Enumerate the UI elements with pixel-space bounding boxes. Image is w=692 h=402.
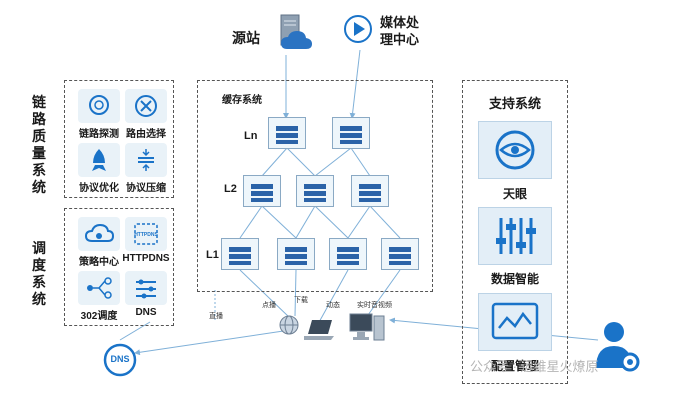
trend-chart-icon xyxy=(491,302,539,340)
cache-node-l2-2 xyxy=(296,175,334,207)
sky-eye-tile xyxy=(478,121,552,179)
httpdns-tile-text: HTTPDNS xyxy=(134,232,158,238)
cache-node-l1-3 xyxy=(329,238,367,270)
route-select-label: 路由选择 xyxy=(126,129,166,140)
cache-node-l1-4 xyxy=(381,238,419,270)
flow-dynamic-label: 动态 xyxy=(326,302,340,309)
cache-node-ln-1 xyxy=(268,117,306,149)
media-center-label: 媒体处理中心 xyxy=(380,15,420,47)
redirect-302-label: 302调度 xyxy=(80,311,118,322)
globe-device-icon xyxy=(278,314,300,341)
dns-settings-icon xyxy=(125,271,167,305)
flow-download-label: 下载 xyxy=(294,297,308,304)
config-mgmt-label: 配置管理 xyxy=(490,359,539,373)
link-quality-panel: 链路探测 路由选择 协议优化 协议压缩 xyxy=(64,80,174,198)
link-probe-icon xyxy=(78,89,120,123)
cache-system-title: 缓存系统 xyxy=(222,95,262,106)
dispatch-panel: 策略中心 HTTPDNS HTTPDNS 302调度 DNS xyxy=(64,208,174,326)
strategy-center-icon xyxy=(78,217,120,251)
data-intel-tile xyxy=(478,207,552,265)
config-mgmt-tile xyxy=(478,293,552,351)
level-ln-label: Ln xyxy=(244,130,258,142)
admin-user-icon xyxy=(592,318,642,379)
laptop-icon xyxy=(304,318,338,347)
support-panel: 支持系统 天眼 数据智能 配置管理 xyxy=(462,80,568,384)
strategy-center-label: 策略中心 xyxy=(79,257,119,268)
data-intel-label: 数据智能 xyxy=(490,272,539,286)
eye-icon xyxy=(495,130,535,170)
link-quality-title: 链路质量系统 xyxy=(32,94,46,195)
flow-rtc-label: 实时音视频 xyxy=(357,302,392,309)
cache-node-ln-2 xyxy=(332,117,370,149)
httpdns-label: HTTPDNS xyxy=(122,253,170,264)
origin-server-icon xyxy=(277,13,313,58)
media-play-icon xyxy=(343,14,373,49)
cache-node-l2-1 xyxy=(243,175,281,207)
level-l1-label: L1 xyxy=(206,249,219,261)
dns-node: DNS xyxy=(102,342,138,378)
dispatch-title: 调度系统 xyxy=(32,240,46,307)
link-probe-label: 链路探测 xyxy=(79,129,119,140)
protocol-compress-icon xyxy=(125,143,167,177)
support-title: 支持系统 xyxy=(488,96,541,111)
cache-node-l1-1 xyxy=(221,238,259,270)
httpdns-icon: HTTPDNS xyxy=(125,217,167,251)
sky-eye-label: 天眼 xyxy=(502,187,527,201)
route-select-icon xyxy=(125,89,167,123)
cache-system-panel: 缓存系统 xyxy=(197,80,433,292)
protocol-optimize-label: 协议优化 xyxy=(79,183,119,194)
flow-live-label: 直播 xyxy=(209,313,223,320)
desktop-computer-icon xyxy=(348,312,388,351)
dns-node-label: DNS xyxy=(110,354,130,364)
wechat-watermark: 公众号 · 运维星火燎原 xyxy=(470,359,599,374)
flow-vod-label: 点播 xyxy=(262,302,276,309)
protocol-compress-label: 协议压缩 xyxy=(126,183,166,194)
cache-node-l2-3 xyxy=(351,175,389,207)
sliders-icon xyxy=(496,218,536,254)
redirect-302-icon xyxy=(78,271,120,305)
level-l2-label: L2 xyxy=(224,183,237,195)
origin-label: 源站 xyxy=(232,30,260,46)
protocol-optimize-icon xyxy=(78,143,120,177)
cache-node-l1-2 xyxy=(277,238,315,270)
dns-settings-label: DNS xyxy=(135,307,157,318)
